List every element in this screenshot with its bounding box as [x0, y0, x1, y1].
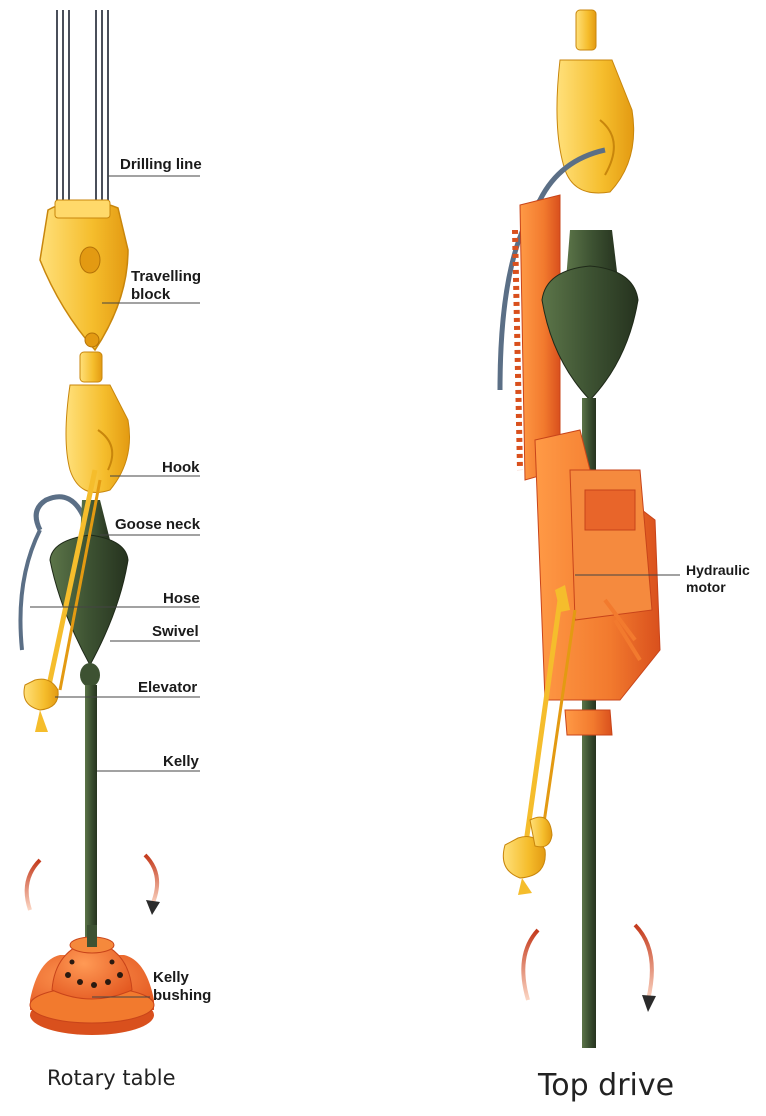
label-travelling-block-line2: block — [131, 286, 170, 303]
top-drive-clamp — [565, 710, 612, 735]
label-hook: Hook — [162, 459, 200, 476]
label-travelling-block-line1: Travelling — [131, 268, 201, 285]
caption-rotary-table: Rotary table — [47, 1066, 176, 1090]
label-swivel: Swivel — [152, 623, 199, 640]
label-hydraulic-motor-line2: motor — [686, 579, 726, 596]
label-drilling-line: Drilling line — [120, 156, 202, 173]
label-kelly-bushing-line2: bushing — [153, 987, 211, 1004]
label-kelly-bushing-line1: Kelly — [153, 969, 189, 986]
travelling-block-shape — [40, 200, 128, 350]
label-kelly: Kelly — [163, 753, 199, 770]
drilling-line-cables — [57, 10, 108, 205]
hook-shape — [66, 352, 130, 493]
label-hose: Hose — [163, 590, 200, 607]
label-hydraulic-motor-line1: Hydraulic — [686, 562, 750, 579]
kelly-pipe — [85, 685, 97, 955]
label-elevator: Elevator — [138, 679, 197, 696]
caption-top-drive: Top drive — [538, 1068, 674, 1103]
label-goose-neck: Goose neck — [115, 516, 200, 533]
rotary-table-shape — [30, 925, 154, 1035]
